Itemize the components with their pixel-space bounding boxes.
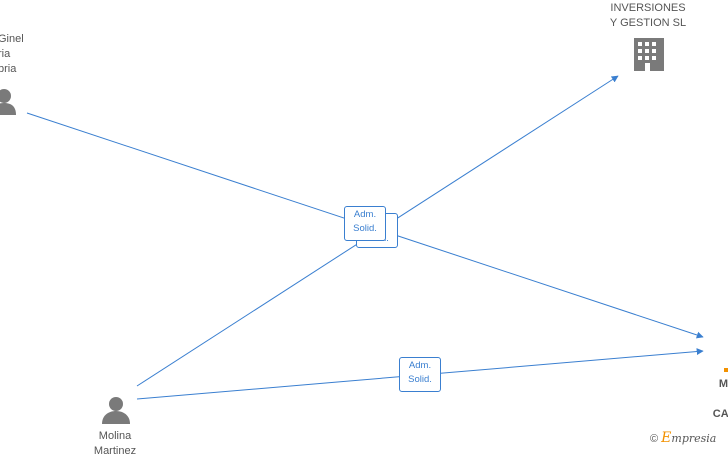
node-label-molina: Molina Martinez bbox=[93, 430, 137, 457]
brand-initial: E bbox=[661, 430, 672, 446]
edge-label-line1: Adm. bbox=[408, 360, 432, 371]
edge-label-line1: Adm. bbox=[353, 209, 377, 220]
orange-marker-icon bbox=[724, 368, 728, 372]
empresia-watermark: © Empresia bbox=[650, 430, 716, 446]
copyright-icon: © bbox=[650, 433, 659, 445]
edge-label-bottom[interactable]: Adm. Solid. bbox=[399, 357, 441, 392]
node-label-top-left-person: Ginel ria bria bbox=[0, 33, 24, 75]
edge-label-line2: Solid. bbox=[353, 223, 377, 234]
brand-name: mpresia bbox=[671, 432, 717, 445]
edge-label-center-front[interactable]: Adm. Solid. bbox=[344, 206, 386, 241]
node-label-inversiones: INVERSIONES Y GESTION SL bbox=[609, 2, 687, 29]
person-icon bbox=[102, 397, 130, 424]
edge-label-line2: Solid. bbox=[408, 374, 432, 385]
building-icon bbox=[634, 38, 664, 71]
node-label-right-company: MC P CAP bbox=[712, 378, 728, 420]
person-icon bbox=[0, 89, 16, 115]
